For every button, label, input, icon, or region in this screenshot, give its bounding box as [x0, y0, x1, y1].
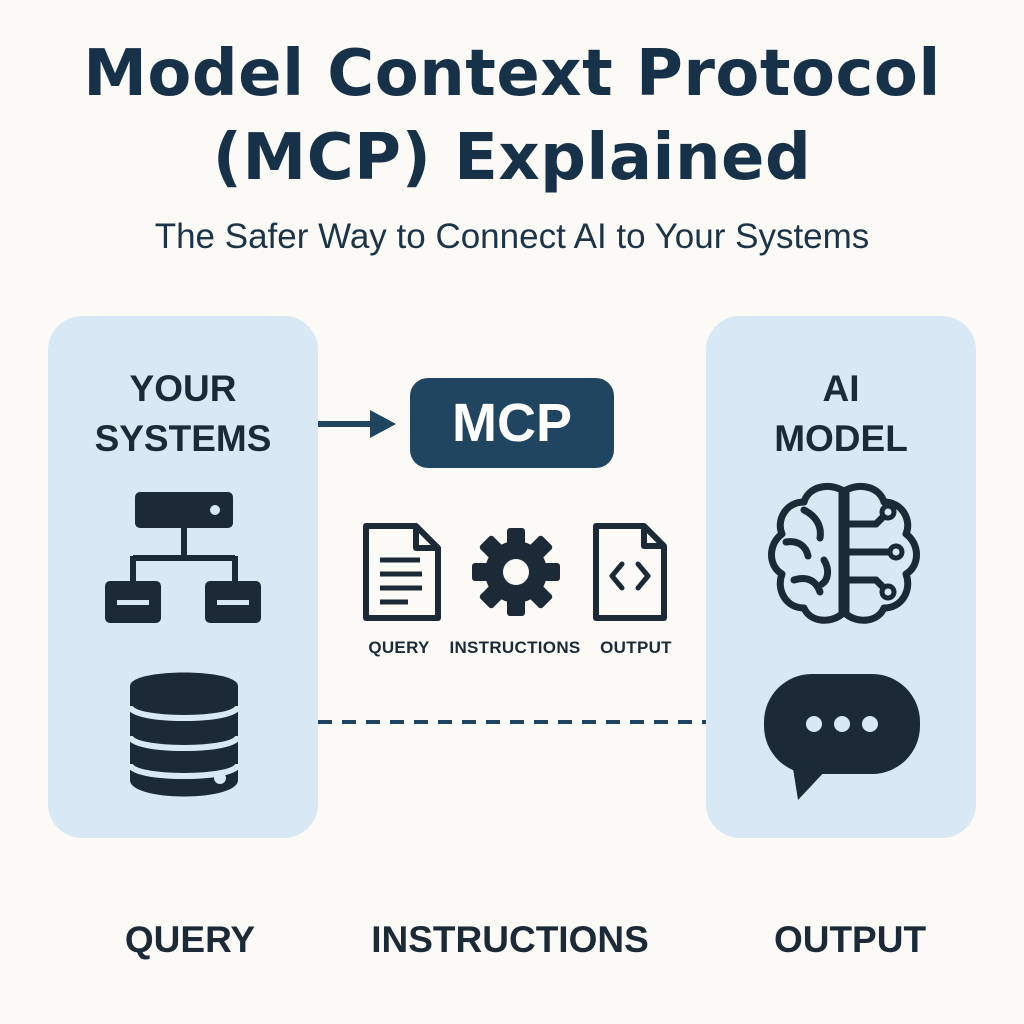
center-label-output: OUTPUT: [600, 638, 672, 657]
center-label-instructions: INSTRUCTIONS: [449, 638, 581, 657]
ai-model-title-line-1: AI: [822, 368, 860, 409]
network-hierarchy-icon: [105, 492, 261, 623]
title-line-2: (MCP) Explained: [212, 121, 812, 195]
your-systems-title-line-1: YOUR: [129, 368, 237, 409]
footer-label-instructions: INSTRUCTIONS: [371, 919, 649, 960]
arrow-head: [370, 410, 396, 438]
title-line-1: Model Context Protocol: [83, 37, 941, 111]
footer-label-output: OUTPUT: [773, 919, 927, 960]
mcp-box: MCP: [410, 378, 614, 468]
your-systems-title-line-2: SYSTEMS: [94, 418, 272, 459]
database-icon: [127, 672, 241, 797]
ai-model-title-line-2: MODEL: [774, 418, 908, 459]
center-label-query: QUERY: [368, 638, 430, 657]
code-file-icon: [593, 523, 667, 621]
document-icon: [363, 523, 441, 621]
subtitle: The Safer Way to Connect AI to Your Syst…: [154, 217, 870, 256]
ai-model-panel: AI MODEL: [706, 316, 976, 838]
your-systems-title: YOUR SYSTEMS: [48, 364, 318, 464]
footer-label-query: QUERY: [124, 919, 256, 960]
brain-circuit-icon: [768, 483, 920, 624]
chat-bubble-icon: [764, 674, 920, 800]
ai-model-title: AI MODEL: [706, 364, 976, 464]
gear-icon: [472, 528, 560, 616]
your-systems-panel: YOUR SYSTEMS: [48, 316, 318, 838]
